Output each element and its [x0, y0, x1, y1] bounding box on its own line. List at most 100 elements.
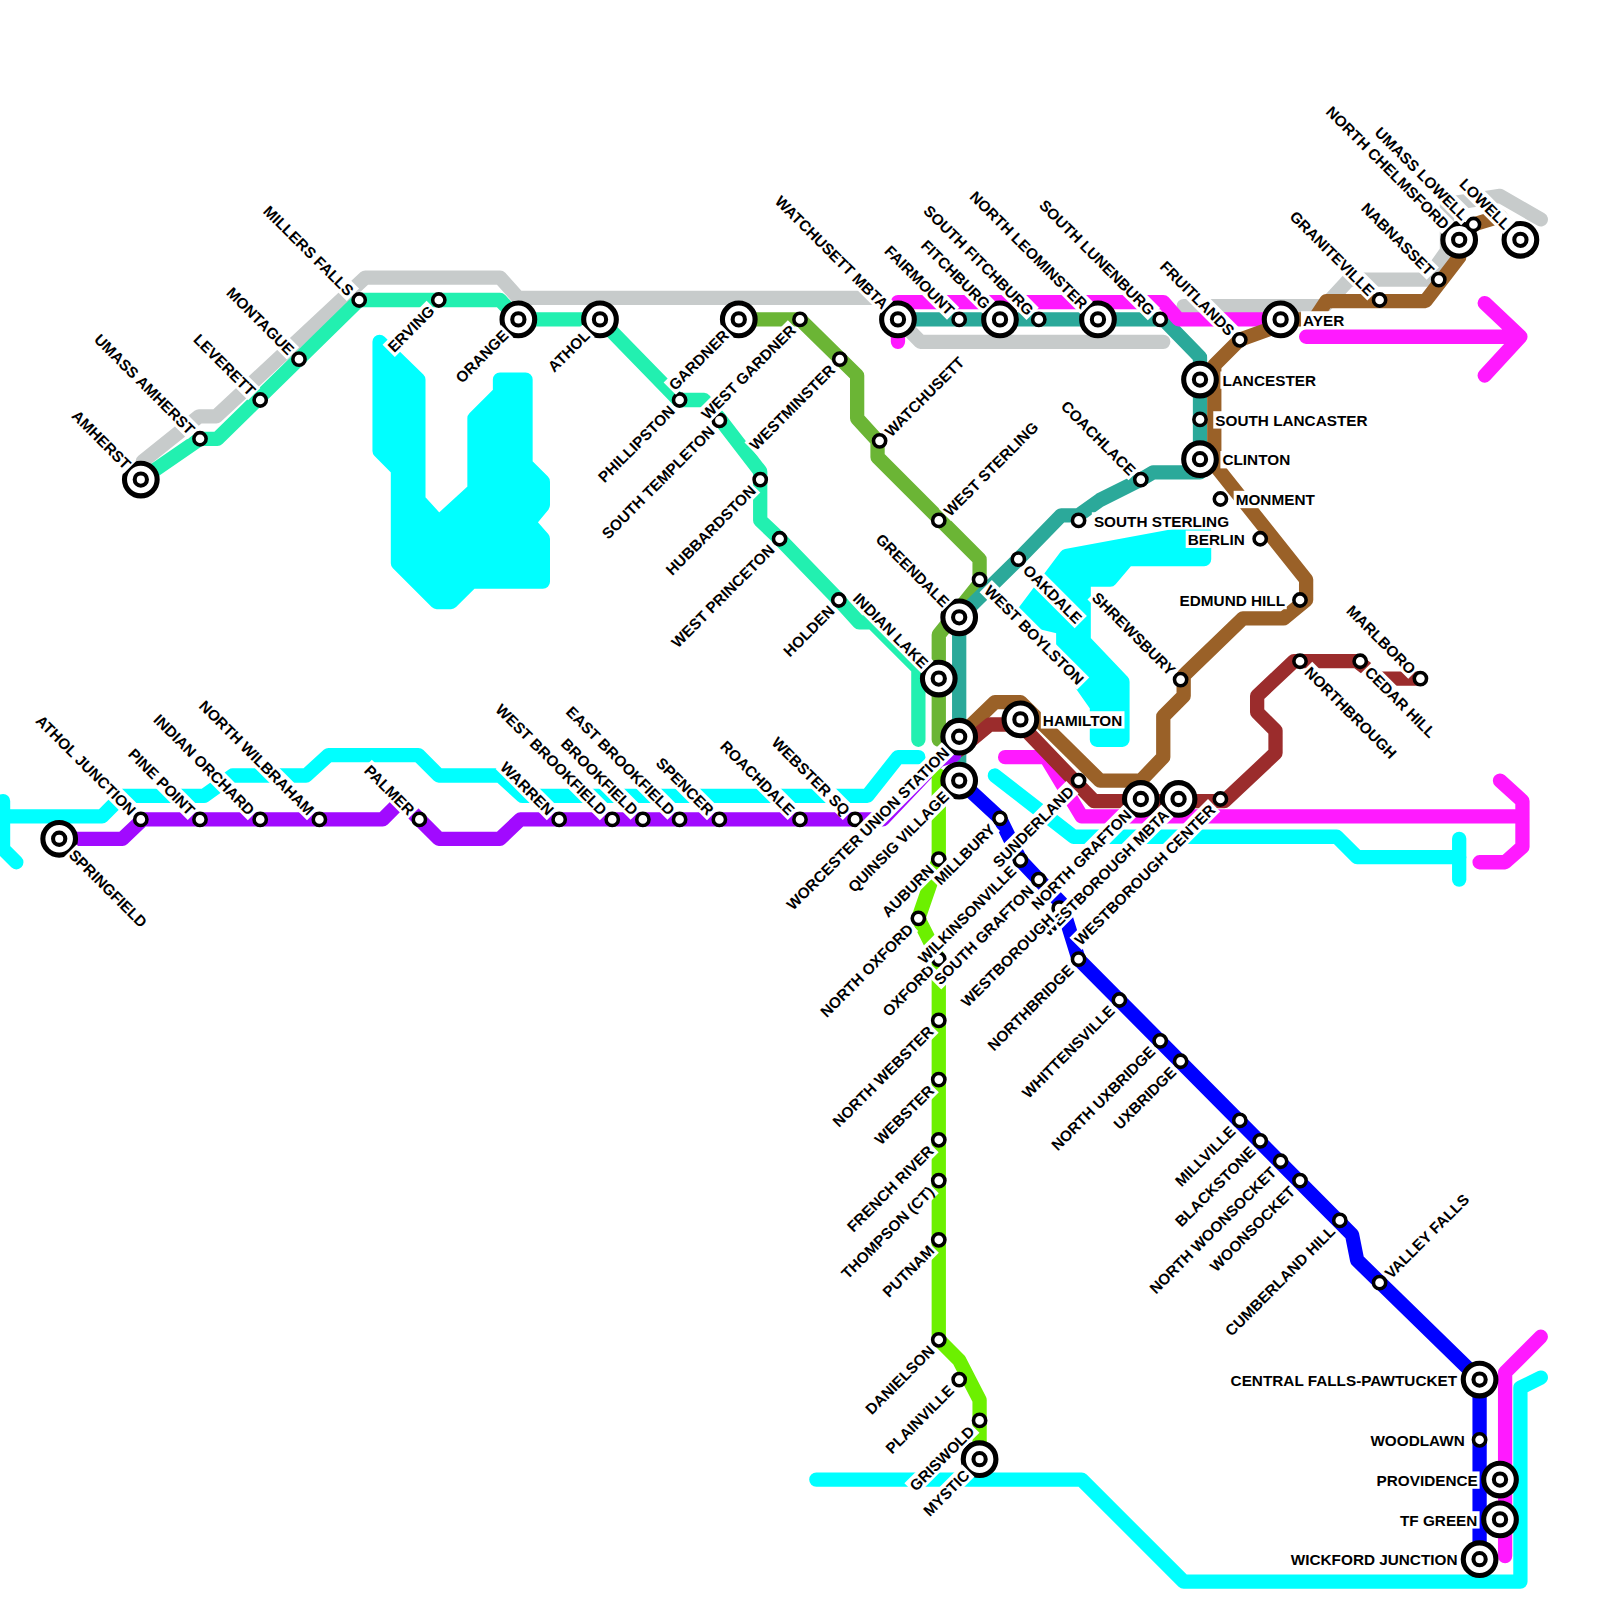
interchange-marker — [1463, 1363, 1496, 1396]
station-label: VALLEY FALLS — [1380, 1189, 1474, 1283]
interchange-marker — [1184, 443, 1217, 476]
station-marker — [673, 813, 685, 825]
station-marker — [933, 1234, 945, 1246]
interchange-marker — [1274, 313, 1286, 325]
station-marker — [1254, 1135, 1266, 1147]
rail-line — [739, 319, 980, 739]
station-marker — [413, 813, 425, 825]
station-label: NORTH WEBSTER — [828, 1020, 939, 1131]
station-marker — [1294, 655, 1306, 667]
interchange-marker — [1184, 363, 1217, 396]
rail-line — [959, 781, 1479, 1560]
station-label: WEST BOYLSTON — [980, 580, 1089, 689]
station-label: GREENDALE — [871, 529, 954, 612]
station-label: ATHOL — [543, 325, 595, 377]
station-marker — [1072, 774, 1084, 786]
station-marker — [933, 1134, 945, 1146]
station-marker — [1373, 294, 1385, 306]
interchange-marker — [1473, 1553, 1485, 1565]
interchange-marker — [1494, 1513, 1506, 1525]
interchange-marker — [922, 662, 955, 695]
station-label: SOUTH TEMPLETON — [597, 420, 720, 543]
interchange-marker — [933, 672, 945, 684]
station-marker — [1234, 334, 1246, 346]
interchange-marker — [1264, 303, 1297, 336]
station-marker — [933, 1174, 945, 1186]
station-label: AYER — [1301, 311, 1346, 328]
station-label: LEVERETT — [189, 328, 261, 400]
station-marker — [1274, 1155, 1286, 1167]
interchange-marker — [594, 313, 606, 325]
interchange-marker — [53, 833, 65, 845]
station-marker — [933, 1334, 945, 1346]
station-marker — [1254, 533, 1266, 545]
station-label: TF GREEN — [1398, 1511, 1479, 1528]
station-label: INDIAN LAKE — [848, 588, 933, 673]
rail-line — [141, 300, 919, 740]
station-label: MARLBORO — [1342, 600, 1421, 679]
station-marker — [353, 294, 365, 306]
station-marker — [1033, 313, 1045, 325]
station-marker — [1174, 673, 1186, 685]
rail-line — [1452, 839, 1466, 880]
station-label: SOUTH LANCASTER — [1213, 411, 1369, 428]
station-marker — [1214, 793, 1226, 805]
station-marker — [1373, 1277, 1385, 1289]
station-label: SOUTH STERLING — [1092, 512, 1231, 529]
station-marker — [1433, 273, 1445, 285]
interchange-marker — [1484, 1503, 1517, 1536]
station-label: MILLERS FALLS — [259, 200, 359, 300]
station-label: EDMUND HILL — [1178, 591, 1288, 608]
station-label: PROVIDENCE — [1374, 1471, 1479, 1488]
station-label: OXFORD — [878, 959, 939, 1020]
station-label: SPRINGFIELD — [65, 844, 153, 932]
station-label: COACHLACE — [1056, 395, 1140, 479]
station-marker — [713, 813, 725, 825]
interchange-marker — [512, 313, 524, 325]
station-label: NORTH WILBRAHAM — [194, 695, 319, 820]
station-marker — [1014, 854, 1026, 866]
station-marker — [773, 533, 785, 545]
station-marker — [1214, 493, 1226, 505]
rail-line — [3, 801, 16, 862]
station-label: WATCHUSETT MBTA — [770, 191, 893, 314]
station-marker — [1072, 514, 1084, 526]
station-marker — [194, 813, 206, 825]
interchange-marker — [953, 611, 965, 623]
station-marker — [1194, 413, 1206, 425]
station-marker — [1414, 672, 1426, 684]
rail-line — [959, 661, 1420, 801]
station-marker — [933, 514, 945, 526]
interchange-marker — [1014, 713, 1026, 725]
station-label: LANCESTER — [1220, 371, 1318, 388]
station-marker — [1113, 994, 1125, 1006]
interchange-marker — [1453, 234, 1465, 246]
station-marker — [313, 813, 325, 825]
station-marker — [553, 813, 565, 825]
station-label: WICKFORD JUNCTION — [1289, 1551, 1460, 1568]
station-marker — [254, 394, 266, 406]
station-label: MONMENT — [1234, 490, 1317, 507]
interchange-marker — [1004, 703, 1037, 736]
station-marker — [933, 1073, 945, 1085]
station-label: HOLDEN — [778, 600, 839, 661]
interchange-marker — [994, 313, 1006, 325]
interchange-marker — [1194, 453, 1206, 465]
station-label: ERVING — [383, 300, 439, 356]
interchange-marker — [1514, 234, 1526, 246]
interchange-marker — [1473, 1373, 1485, 1385]
station-label: CENTRAL FALLS-PAWTUCKET — [1229, 1371, 1460, 1388]
station-label: ORANGE — [450, 325, 513, 388]
station-label: BERLIN — [1186, 530, 1247, 547]
station-marker — [953, 313, 965, 325]
station-marker — [637, 813, 649, 825]
interchange-marker — [973, 1453, 985, 1465]
station-marker — [1294, 594, 1306, 606]
station-label: AUBURN — [877, 859, 939, 921]
station-label: WATCHUSETT — [880, 351, 970, 441]
station-label: UMASS AMHERST — [90, 328, 200, 438]
station-marker — [254, 813, 266, 825]
station-marker — [135, 813, 147, 825]
station-marker — [873, 435, 885, 447]
